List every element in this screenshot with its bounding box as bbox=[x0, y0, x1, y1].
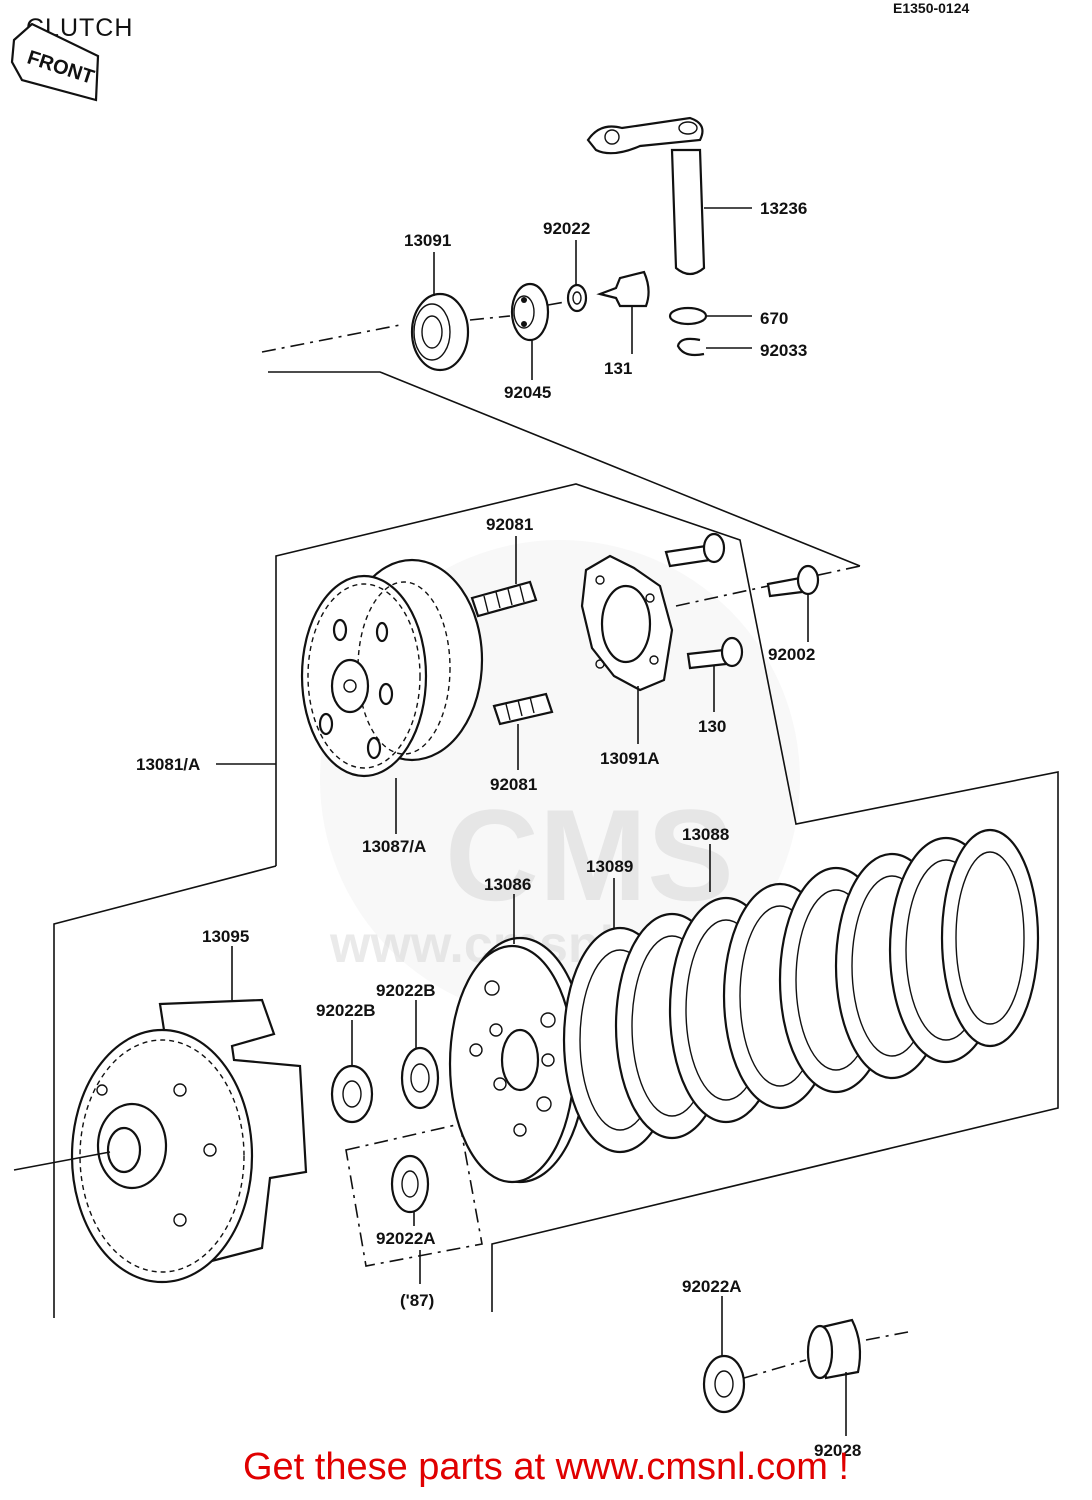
label-670: 670 bbox=[760, 309, 788, 328]
pressure-plate-13091A bbox=[580, 554, 674, 692]
collar-92028 bbox=[806, 1318, 862, 1380]
label-130: 130 bbox=[698, 717, 726, 736]
bolt-92002 bbox=[766, 564, 820, 598]
label-13095: 13095 bbox=[202, 927, 249, 946]
label-92081-top: 92081 bbox=[486, 515, 533, 534]
label-92022B-right: 92022B bbox=[376, 981, 436, 1000]
label-13081A: 13081/A bbox=[136, 755, 200, 774]
label-13088: 13088 bbox=[682, 825, 729, 844]
spring-92081-bottom bbox=[492, 692, 554, 726]
washer-92022B-left bbox=[330, 1064, 374, 1124]
washer-92022B-right bbox=[400, 1046, 440, 1110]
label-13086: 13086 bbox=[484, 875, 531, 894]
label-92022B-left: 92022B bbox=[316, 1001, 376, 1020]
bearing-92045 bbox=[510, 282, 550, 342]
label-92033: 92033 bbox=[760, 341, 807, 360]
footer-link-text[interactable]: Get these parts at www.cmsnl.com ! bbox=[242, 1446, 850, 1488]
bolt-top bbox=[664, 532, 726, 568]
spring-92081-top bbox=[470, 580, 538, 618]
label-13091: 13091 bbox=[404, 231, 451, 250]
label-92028: 92028 bbox=[814, 1441, 861, 1460]
oring-670 bbox=[668, 306, 708, 326]
pushrod-131 bbox=[596, 270, 650, 308]
leader-lines bbox=[216, 207, 847, 1436]
washer-92022A-87 bbox=[390, 1154, 430, 1214]
label-92002: 92002 bbox=[768, 645, 815, 664]
label-92081-bottom: 92081 bbox=[490, 775, 537, 794]
release-shaft-13236 bbox=[586, 116, 706, 276]
label-92045: 92045 bbox=[504, 383, 551, 402]
friction-plate-stack bbox=[562, 828, 1040, 1154]
label-92022: 92022 bbox=[543, 219, 590, 238]
diagram-code: E1350-0124 bbox=[893, 0, 970, 16]
label-87: ('87) bbox=[400, 1291, 434, 1310]
label-13236: 13236 bbox=[760, 199, 807, 218]
label-92022A-bottom: 92022A bbox=[682, 1277, 742, 1296]
clutch-hub-13087 bbox=[300, 558, 484, 778]
label-13089: 13089 bbox=[586, 857, 633, 876]
clutch-plate-13086 bbox=[448, 936, 588, 1184]
label-13087A: 13087/A bbox=[362, 837, 426, 856]
washer-92022A-bottom bbox=[702, 1354, 746, 1414]
washer-92022 bbox=[566, 283, 588, 313]
oil-seal-13091 bbox=[410, 292, 470, 372]
circlip-92033 bbox=[676, 337, 705, 357]
label-13091A: 13091A bbox=[600, 749, 660, 768]
front-arrow-icon: FRONT bbox=[10, 22, 100, 102]
label-131: 131 bbox=[604, 359, 632, 378]
label-92022A-box: 92022A bbox=[376, 1229, 436, 1248]
watermark-brand: CMS bbox=[445, 782, 734, 928]
bolt-130 bbox=[686, 636, 744, 670]
clutch-housing-13095 bbox=[70, 998, 308, 1284]
